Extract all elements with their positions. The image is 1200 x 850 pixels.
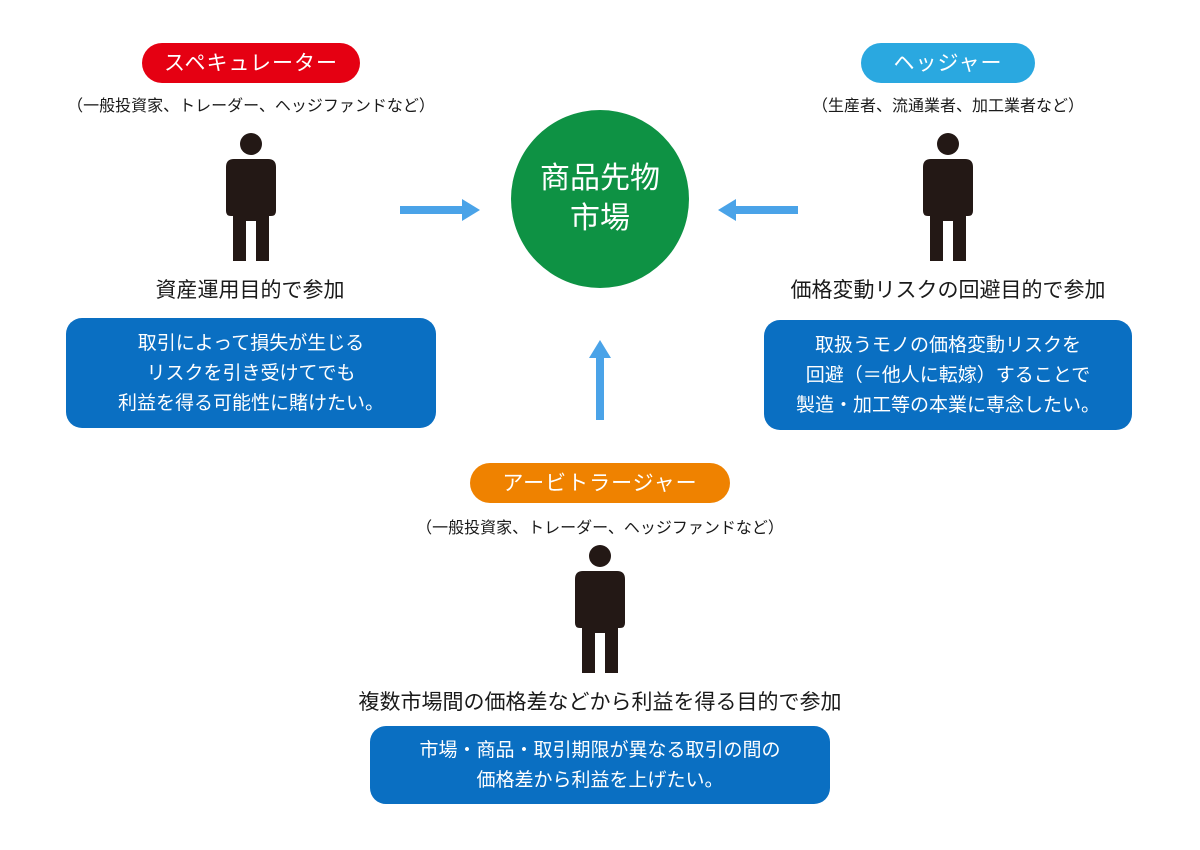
arbitrageur-person-icon <box>575 545 625 673</box>
speculator-description-line: リスクを引き受けてでも <box>146 362 356 384</box>
left-arrow-icon <box>718 199 798 221</box>
speculator-description-box: 取引によって損失が生じる リスクを引き受けてでも 利益を得る可能性に賭けたい。 <box>66 318 436 428</box>
speculator-label: スペキュレーター <box>142 43 360 83</box>
hedger-purpose: 価格変動リスクの回避目的で参加 <box>790 278 1106 302</box>
market-title-line1: 商品先物 <box>540 161 660 196</box>
up-arrow-icon <box>589 340 611 420</box>
speculator-purpose: 資産運用目的で参加 <box>155 278 345 302</box>
hedger-person-icon <box>923 133 973 261</box>
right-arrow-icon <box>400 199 480 221</box>
hedger-description-line: 回避（＝他人に転嫁）することで <box>805 364 1091 386</box>
hedger-label: ヘッジャー <box>861 43 1035 83</box>
speculator-examples: （一般投資家、トレーダー、ヘッジファンドなど） <box>67 96 435 115</box>
speculator-description-line: 利益を得る可能性に賭けたい。 <box>117 392 384 414</box>
speculator-person-icon <box>226 133 276 261</box>
commodity-futures-market: 商品先物 市場 <box>511 110 689 288</box>
arbitrageur-label: アービトラージャー <box>470 463 730 503</box>
hedger-description-line: 製造・加工等の本業に専念したい。 <box>795 394 1100 416</box>
arbitrageur-description-box: 市場・商品・取引期限が異なる取引の間の 価格差から利益を上げたい。 <box>370 726 830 804</box>
hedger-description-line: 取扱うモノの価格変動リスクを <box>814 334 1081 356</box>
arbitrageur-description-line: 価格差から利益を上げたい。 <box>476 769 724 791</box>
market-title-line2: 市場 <box>570 201 630 236</box>
arbitrageur-description-line: 市場・商品・取引期限が異なる取引の間の <box>419 739 781 761</box>
hedger-examples: （生産者、流通業者、加工業者など） <box>811 96 1084 115</box>
arbitrageur-examples: （一般投資家、トレーダー、ヘッジファンドなど） <box>416 518 784 537</box>
hedger-description-box: 取扱うモノの価格変動リスクを 回避（＝他人に転嫁）することで 製造・加工等の本業… <box>764 320 1132 430</box>
arbitrageur-purpose: 複数市場間の価格差などから利益を得る目的で参加 <box>358 690 842 714</box>
speculator-description-line: 取引によって損失が生じる <box>137 332 365 354</box>
